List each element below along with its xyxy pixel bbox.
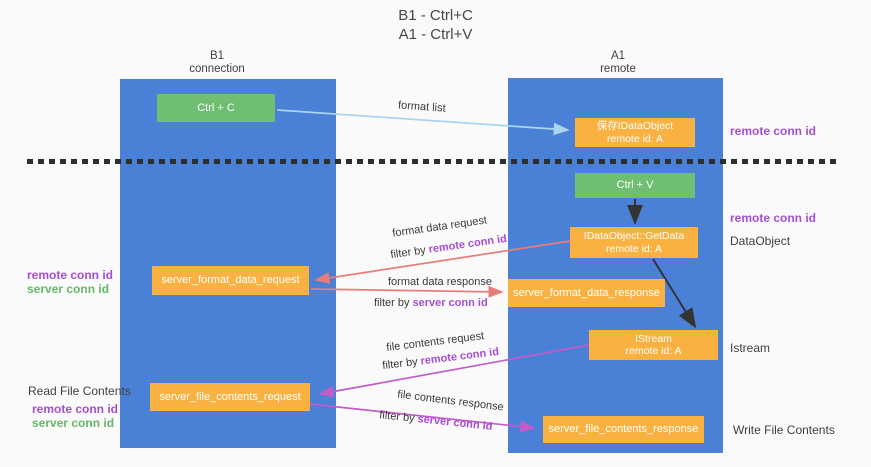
annotation-left-conn-ids-1: remote conn id server conn id [27,268,114,296]
node-ctrl-c-label: Ctrl + C [197,101,235,114]
annotation-read-file-contents: Read File Contents [28,384,131,398]
annotation-left-server-conn-id-1: server conn id [27,281,110,296]
node-save-idataobject: 保存IDataObject remote id: A [575,118,695,147]
lane-header-a1: A1 remote [600,50,636,76]
node-save-idataobject-line2: remote id: A [606,132,664,145]
lane-header-b1: B1 connection [189,50,245,76]
annotation-left-remote-conn-id-2: remote conn id [32,402,119,416]
node-server-format-data-response: server_format_data_response [508,279,665,307]
node-getdata-line2: remote id: A [605,242,663,255]
node-ctrl-c: Ctrl + C [157,94,275,122]
node-server-file-contents-request: server_file_contents_request [150,383,310,411]
label-format-list: format list [397,99,447,115]
filter-by-text-1: filter by [389,244,427,262]
filter-remote-conn-id-2: remote conn id [419,345,500,368]
node-istream-line1: IStream [635,332,672,345]
node-server-format-data-request: server_format_data_request [152,266,309,295]
label-format-data-request: format data request [391,214,488,240]
lane-b1-name: B1 [209,50,225,62]
filter-by-text-3: filter by [381,355,419,373]
annotation-dataobject: DataObject [730,234,791,248]
node-istream: IStream remote id: A [589,330,718,360]
title-line-2: A1 - Ctrl+V [398,26,473,43]
diagram-title: B1 - Ctrl+C A1 - Ctrl+V [0,6,871,44]
node-istream-line2: remote id: A [625,345,682,357]
annotation-istream: Istream [730,341,771,355]
arrow-format-data-response [310,285,504,298]
annotation-left-remote-conn-id-1: remote conn id [27,268,114,282]
dashed-separator [27,159,839,164]
node-server-format-data-request-label: server_format_data_request [161,274,300,287]
node-server-file-contents-response-label: server_file_contents_response [548,423,699,436]
node-save-idataobject-line1: 保存IDataObject [596,120,674,132]
filter-by-text-4: filter by [378,409,416,425]
annotation-remote-conn-id-top: remote conn id [730,124,817,138]
filter-server-conn-id-2: server conn id [416,413,493,433]
label-file-contents-response: file contents response [396,388,505,414]
node-ctrl-v: Ctrl + V [575,173,695,198]
node-server-file-contents-request-label: server_file_contents_request [159,390,301,403]
node-idataobject-getdata: IDataObject::GetData remote id: A [570,227,698,258]
filter-remote-conn-id-1: remote conn id [427,232,508,256]
label-format-data-response: format data response [388,276,492,288]
node-server-file-contents-response: server_file_contents_response [543,416,704,443]
annotation-left-server-conn-id-2: server conn id [32,415,115,430]
node-getdata-line1: IDataObject::GetData [583,230,685,242]
filter-server-conn-id-1: server conn id [412,297,488,309]
lane-a1-name: A1 [610,50,626,62]
lane-a1-role: remote [600,63,636,75]
node-server-format-data-response-label: server_format_data_response [513,286,660,299]
annotation-write-file-contents: Write File Contents [733,423,835,437]
title-line-1: B1 - Ctrl+C [398,7,473,24]
annotation-remote-conn-id-mid: remote conn id [730,211,817,225]
lane-b1-role: connection [189,63,245,75]
filter-by-text-2: filter by [374,297,410,309]
node-ctrl-v-label: Ctrl + V [616,179,654,192]
annotation-left-conn-ids-2: remote conn id server conn id [32,402,119,430]
